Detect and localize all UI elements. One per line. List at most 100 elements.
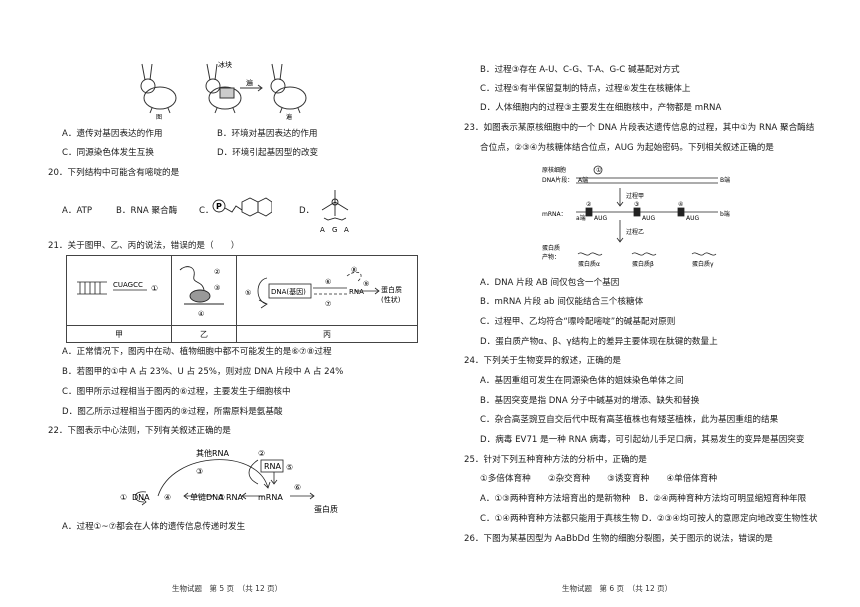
q23-option-c: C．过程甲、乙均符合“嘌呤配嘧啶”的碱基配对原则 (480, 317, 676, 327)
bing-mark-8: ⑧ (351, 266, 357, 274)
trna-figure: A G A (320, 190, 349, 234)
q23-a-end: A端 (578, 176, 588, 184)
q23-option-b: B．mRNA 片段 ab 间仅能结合三个核糖体 (480, 297, 644, 307)
q23-mrna-label: mRNA： (542, 211, 567, 218)
q22-mark-3: ③ (196, 467, 203, 476)
q22-option-c: C．过程⑤有半保留复制的特点，过程⑥发生在核糖体上 (480, 84, 691, 94)
q22-mark-7: ⑦ (218, 493, 225, 502)
caption-left: 图 (156, 114, 162, 120)
bing-mark-6: ⑥ (325, 278, 331, 286)
q21-option-d: D．图乙所示过程相当于图丙的⑨过程，所需原料是氨基酸 (62, 407, 283, 417)
right-footer: 生物试题 第 6 页 （共 12 页） (562, 584, 673, 593)
yi-mark-2: ③ (214, 284, 220, 292)
q22-dna: DNA (132, 493, 150, 502)
q22-option-d: D．人体细胞内的过程③主要发生在细胞核中，产物都是 mRNA (480, 103, 722, 113)
q22-stem: 22．下图表示中心法则，下列有关叙述正确的是 (48, 426, 231, 436)
q23-proc1: 过程甲 (626, 192, 644, 200)
phosphate-mark: P (216, 202, 222, 211)
q22-rna-box: RNA (264, 462, 282, 471)
q23-prot-a: 蛋白质α (578, 260, 600, 268)
d-letter-1: A (320, 226, 325, 234)
arrow-label: 遍 (246, 78, 253, 87)
bing-mark-7: ⑦ (325, 300, 331, 308)
header-yi: 乙 (171, 325, 237, 343)
q23-codon-3: AUG (686, 215, 699, 222)
cell-yi-figure: ② ③ ④ (171, 255, 237, 326)
q23-codon-2: AUG (642, 215, 655, 222)
bing-mark-9: ⑨ (363, 280, 369, 288)
transcription-figure: CUAGCC ① (77, 281, 158, 294)
q22-diagram: 其他RNA ③ ① DNA ④ 单链DNA ⑦ RNA RNA ⑤ ② mRNA… (120, 448, 338, 514)
q20-option-a: A．ATP (62, 206, 93, 216)
ice-label: 冰块 (218, 60, 232, 69)
q25-stem: 25．针对下列五种育种方法的分析中，正确的是 (464, 455, 647, 465)
q22-other-rna: 其他RNA (196, 448, 230, 458)
q20-option-b: B．RNA 聚合酶 (116, 206, 178, 216)
q23-prot-c: 蛋白质γ (692, 260, 714, 268)
q22-mark-6: ⑥ (294, 483, 301, 492)
q23-cell-label: 原核细胞 (542, 166, 566, 174)
q22-option-a: A．过程①~⑦都会在人体的遗传信息传递时发生 (62, 522, 246, 532)
q23-proc2: 过程乙 (626, 228, 644, 236)
q20-option-d: D． (299, 206, 315, 216)
q22-mark-2: ② (258, 449, 265, 458)
central-dogma-figure: ⑤ DNA(基因) ⑥ ⑦ RNA ⑧ ⑨ 蛋白质 (性状) (245, 266, 402, 308)
left-footer: 生物试题 第 5 页 （共 12 页） (172, 584, 283, 593)
q23-a-end2: a端 (576, 214, 586, 222)
q20-option-c: C． (199, 206, 214, 216)
q23-product-label: 产物： (542, 253, 560, 261)
q23-option-d: D．蛋白质产物α、β、γ结构上的差异主要体现在肽键的数量上 (480, 337, 718, 347)
q20-stem: 20．下列结构中可能含有嘧啶的是 (48, 168, 180, 178)
q23-codon-1: AUG (594, 215, 607, 222)
q24-option-a: A．基因重组可发生在同源染色体的姐妹染色单体之间 (480, 376, 684, 386)
yi-mark-1: ② (214, 268, 220, 276)
q23-stem-1: 23．如图表示某原核细胞中的一个 DNA 片段表达遗传信息的过程，其中①为 RN… (464, 123, 815, 133)
q23-mark-4: ④ (678, 201, 683, 208)
q21-table: CUAGCC ① ② ③ ④ (66, 255, 418, 343)
cell-jia-figure: CUAGCC ① (66, 255, 172, 326)
cell-bing-figure: ⑤ DNA(基因) ⑥ ⑦ RNA ⑧ ⑨ 蛋白质 (性状) (236, 255, 418, 326)
q22-rna: RNA (226, 493, 244, 502)
q23-mark-2: ② (586, 201, 592, 208)
q24-option-b: B．基因突变是指 DNA 分子中碱基对的增添、缺失和替换 (480, 396, 700, 406)
bing-rna: RNA (349, 288, 364, 296)
d-letter-2: G (332, 226, 337, 234)
yi-mark-3: ④ (198, 310, 204, 318)
q23-protein-label: 蛋白质 (542, 244, 560, 252)
q19-option-d: D．环境引起基因型的改变 (217, 148, 319, 158)
q23-dna-label: DNA片段： (542, 176, 573, 184)
header-bing: 丙 (236, 325, 418, 343)
jia-mark: ① (151, 284, 158, 293)
q24-option-d: D．病毒 EV71 是一种 RNA 病毒，可引起幼儿手足口病，其易发生的变异是基… (480, 435, 805, 445)
caption-right: 遍 (286, 113, 292, 120)
translation-figure: ② ③ ④ (179, 265, 224, 318)
q22-mark-1: ① (120, 493, 127, 502)
q23-prot-b: 蛋白质β (632, 260, 654, 268)
q23-b-end2: b端 (720, 210, 730, 218)
q23-mark-3: ③ (634, 201, 639, 208)
bing-protein: 蛋白质 (381, 285, 402, 294)
q23-option-a: A．DNA 片段 AB 间仅包含一个基因 (480, 278, 620, 288)
q23-diagram: 原核细胞 DNA片段： A端 B端 ① 过程甲 mRNA： a端 b端 ② ③ … (542, 165, 730, 268)
q22-mrna: mRNA (258, 493, 283, 502)
q19-option-c: C．同源染色体发生互换 (62, 148, 154, 158)
q22-protein: 蛋白质 (314, 504, 338, 514)
q24-stem: 24．下列关于生物变异的叙述，正确的是 (464, 356, 622, 366)
rabbit-figure: 冰块 遍 图 遍 (140, 60, 307, 120)
d-letter-3: A (344, 226, 349, 234)
bing-dna: DNA(基因) (271, 287, 306, 296)
bing-mark-5: ⑤ (245, 289, 251, 297)
q26-stem: 26．下图为某基因型为 AaBbDd 生物的细胞分裂图，关于图示的说法，错误的是 (464, 534, 773, 544)
jia-seq: CUAGCC (113, 281, 143, 289)
q22-mark-4: ④ (164, 493, 171, 502)
q21-option-c: C．图甲所示过程相当于图丙的⑥过程，主要发生于细胞核中 (62, 387, 291, 397)
q21-option-a: A．正常情况下，图丙中在动、植物细胞中都不可能发生的是⑥⑦⑧过程 (62, 347, 332, 357)
ring-structure-figure: P (212, 197, 272, 217)
q22-ssdna: 单链DNA (190, 492, 224, 502)
q23-stem-2: 合位点，②③④为核糖体结合位点，AUG 为起始密码。下列相关叙述正确的是 (480, 143, 774, 153)
q25-methods: ①多倍体育种 ②杂交育种 ③诱变育种 ④单倍体育种 (480, 474, 718, 484)
q19-option-b: B．环境对基因表达的作用 (217, 129, 318, 139)
q25-options-cd: C．①④两种育种方法都只能用于真核生物 D．②③④均可按人的意愿定向地改变生物性… (480, 514, 818, 524)
left-page: 冰块 遍 图 遍 A．遗传对基因表达的作用 B．环境对基因表达的作用 C．同源染… (48, 60, 418, 593)
header-jia: 甲 (66, 325, 172, 343)
